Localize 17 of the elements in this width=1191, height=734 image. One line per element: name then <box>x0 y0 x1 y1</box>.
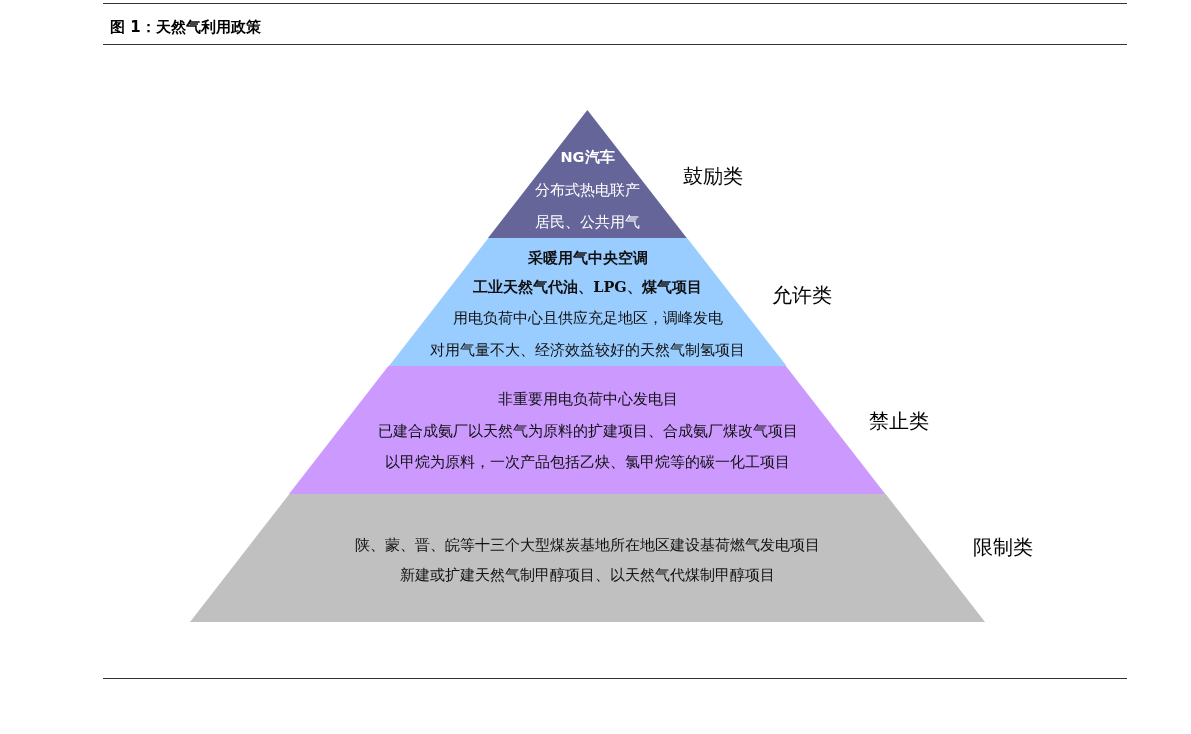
tier-item-text: 对用气量不大、经济效益较好的天然气制氢项目 <box>430 341 745 360</box>
tier-item-text: 分布式热电联产 <box>535 181 640 200</box>
tier-item-text: 非重要用电负荷中心发电目 <box>497 390 678 409</box>
tier-item-text: 采暖用气中央空调 <box>527 248 648 268</box>
category-label: 允许类 <box>772 283 832 307</box>
tier-item-text: NG汽车 <box>560 148 615 167</box>
category-label: 禁止类 <box>869 409 929 433</box>
category-label: 限制类 <box>973 535 1033 559</box>
figure-title: 图 1：天然气利用政策 <box>110 18 261 37</box>
tier-item-text: 陕、蒙、晋、皖等十三个大型煤炭基地所在地区建设基荷燃气发电项目 <box>355 536 820 555</box>
tier-item-text: 居民、公共用气 <box>535 213 640 232</box>
tier-item-text: 用电负荷中心且供应充足地区，调峰发电 <box>452 309 723 328</box>
tier-item-text: 以甲烷为原料，一次产品包括乙炔、氯甲烷等的碳一化工项目 <box>385 453 790 472</box>
tier-item-text: 工业天然气代油、LPG、煤气项目 <box>473 277 702 297</box>
tier-item-text: 新建或扩建天然气制甲醇项目、以天然气代煤制甲醇项目 <box>400 566 775 585</box>
category-label: 鼓励类 <box>683 164 743 188</box>
tier-item-text: 已建合成氨厂以天然气为原料的扩建项目、合成氨厂煤改气项目 <box>377 422 798 441</box>
